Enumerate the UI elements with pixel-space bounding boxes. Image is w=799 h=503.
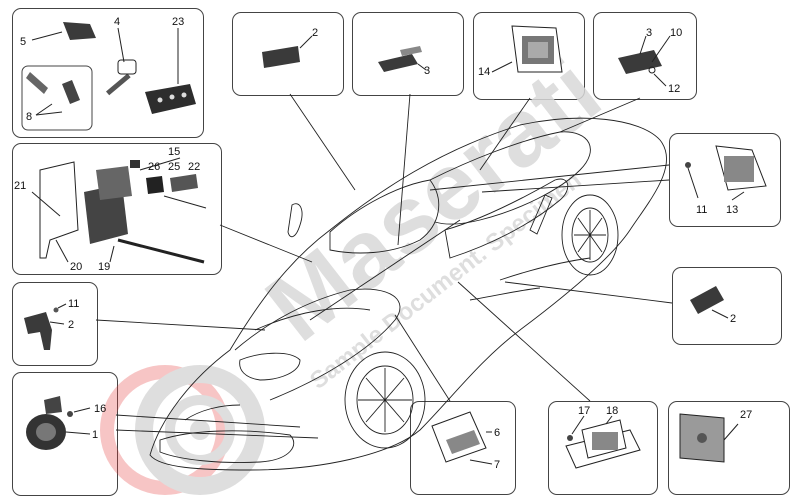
parts-roof-module <box>491 25 563 73</box>
box-side-module <box>669 133 781 227</box>
box-horn <box>12 372 118 496</box>
antenna-part <box>24 312 52 350</box>
car-outline <box>149 117 667 471</box>
callout-label: 23 <box>172 16 184 28</box>
box-body-computer <box>12 143 222 275</box>
callout-label: 1 <box>92 429 98 441</box>
parts-bumper-antenna <box>24 303 67 350</box>
connector-part <box>170 174 198 192</box>
callout-label: 16 <box>94 403 106 415</box>
callout-label: 11 <box>696 204 707 216</box>
box-small-module <box>593 12 697 100</box>
box-center-module <box>410 401 516 495</box>
callout-label: 2 <box>312 27 318 39</box>
callout-label: 3 <box>646 27 652 39</box>
parts-center-module <box>431 411 493 465</box>
parts-manual <box>679 413 739 463</box>
callout-label: 5 <box>20 36 26 48</box>
callout-label: 2 <box>68 319 74 331</box>
callout-label: 25 <box>168 161 180 173</box>
lock-cylinder-part <box>26 72 48 94</box>
parts-rear-module <box>565 415 641 469</box>
remote-cover-part <box>63 22 96 40</box>
callout-label: 20 <box>70 261 82 273</box>
parts-antenna-mid <box>378 46 427 72</box>
callout-label: 7 <box>494 459 500 471</box>
callout-label: 3 <box>424 65 430 77</box>
leader-lines <box>95 93 673 439</box>
antenna-part <box>378 54 418 72</box>
antenna-part <box>690 286 724 314</box>
callout-label: 2 <box>730 313 736 325</box>
callout-label: 17 <box>578 405 590 417</box>
box-bumper-antenna <box>12 282 98 366</box>
box-antenna-mid <box>352 12 464 96</box>
watermark-brake-disc-icon <box>100 365 265 495</box>
control-unit-part <box>84 184 128 244</box>
key-blade-part <box>105 73 131 96</box>
parts-keys <box>21 22 196 131</box>
callout-label: 19 <box>98 261 110 273</box>
callouts: 5 4 23 8 2 3 14 3 10 12 15 26 25 22 21 2… <box>14 16 752 471</box>
callout-label: 14 <box>478 66 490 78</box>
parts-side-module <box>685 145 767 201</box>
parts-small-module <box>618 35 671 87</box>
module-part <box>618 50 662 74</box>
callout-label: 4 <box>114 16 120 28</box>
parts-body-computer <box>31 157 207 264</box>
callout-label: 15 <box>168 146 180 158</box>
box-rear-module <box>548 401 658 495</box>
switch-part <box>146 176 164 194</box>
callout-label: 21 <box>14 180 26 192</box>
parts-horn <box>26 396 91 450</box>
callout-label: 26 <box>148 161 160 173</box>
callout-label: 22 <box>188 161 200 173</box>
antenna-part <box>262 46 300 68</box>
callout-label: 6 <box>494 427 500 439</box>
callout-label: 18 <box>606 405 618 417</box>
callout-label: 12 <box>668 83 680 95</box>
parts-sill-antenna <box>690 286 729 319</box>
callout-label: 8 <box>26 111 32 123</box>
parts-antenna-top <box>262 35 313 68</box>
callout-label: 11 <box>68 298 79 310</box>
callout-label: 10 <box>670 27 682 39</box>
box-antenna-top <box>232 12 344 96</box>
key-head-part <box>117 59 137 75</box>
box-keys <box>12 8 204 138</box>
callout-label: 27 <box>740 409 752 421</box>
box-sill-antenna <box>672 267 782 345</box>
bracket-part <box>39 161 79 259</box>
box-manual <box>668 401 790 495</box>
callout-label: 13 <box>726 204 738 216</box>
